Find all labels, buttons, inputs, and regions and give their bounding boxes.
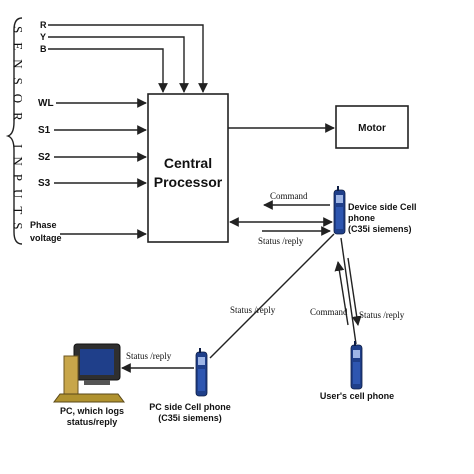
device-user-line bbox=[340, 237, 357, 345]
device-phone-label-1: Device side Cell bbox=[348, 202, 417, 212]
user-phone-label: User's cell phone bbox=[320, 391, 394, 401]
input-label-r: R bbox=[40, 20, 47, 30]
phone-icon bbox=[350, 341, 363, 390]
input-label-s1: S1 bbox=[38, 125, 51, 136]
motor-label: Motor bbox=[358, 123, 386, 134]
central-processor-box bbox=[147, 93, 229, 243]
central-processor-label-2: Processor bbox=[154, 174, 223, 190]
device-phone-label-3: (C35i siemens) bbox=[348, 224, 412, 234]
computer-icon bbox=[53, 343, 125, 403]
input-label-phase: Phase bbox=[30, 220, 57, 230]
device-user-link: Command Status /reply bbox=[310, 237, 405, 345]
pc-phone-label-1: PC side Cell phone bbox=[149, 402, 231, 412]
pc-label-2: status/reply bbox=[67, 417, 118, 427]
input-label-voltage: voltage bbox=[30, 233, 62, 243]
input-label-s2: S2 bbox=[38, 152, 51, 163]
processor-device-link: Command Status /reply bbox=[229, 191, 333, 246]
status-label-user: Status /reply bbox=[359, 310, 405, 320]
wire-y bbox=[48, 36, 189, 93]
input-label-y: Y bbox=[40, 32, 46, 42]
input-label-s3: S3 bbox=[38, 178, 51, 189]
pc-side-phone: PC side Cell phone (C35i siemens) bbox=[149, 348, 231, 423]
command-label-top: Command bbox=[270, 191, 308, 201]
user-phone: User's cell phone bbox=[320, 341, 394, 401]
command-arrow-user bbox=[334, 261, 349, 326]
motor-box bbox=[335, 105, 409, 149]
pc-phone-label-2: (C35i siemens) bbox=[158, 413, 222, 423]
status-label-diagonal: Status /reply bbox=[230, 305, 276, 315]
pc-label-1: PC, which logs bbox=[60, 406, 124, 416]
input-label-b: B bbox=[40, 44, 47, 54]
input-label-wl: WL bbox=[38, 98, 54, 109]
pc: PC, which logs status/reply bbox=[53, 343, 125, 427]
sensor-inputs-group: SENSOR INPUTS R Y B WL S1 S2 S3 Phase vo… bbox=[5, 17, 208, 245]
status-label-top: Status /reply bbox=[258, 236, 304, 246]
central-processor-label-1: Central bbox=[164, 155, 212, 171]
device-to-pcphone-line bbox=[209, 233, 335, 359]
inputs-label-vertical: INPUTS bbox=[11, 144, 26, 238]
wire-r bbox=[48, 24, 208, 93]
device-phone-label-2: phone bbox=[348, 213, 375, 223]
status-label-pc: Status /reply bbox=[126, 351, 172, 361]
device-side-phone: Device side Cell phone (C35i siemens) bbox=[333, 186, 417, 235]
command-label-user: Command bbox=[310, 307, 348, 317]
sensor-brace bbox=[5, 17, 23, 245]
motor: Motor bbox=[335, 105, 409, 149]
status-arrow-user bbox=[347, 257, 362, 326]
phone-icon bbox=[195, 348, 208, 397]
wire-b bbox=[48, 48, 168, 93]
phone-icon bbox=[333, 186, 346, 235]
central-processor: Central Processor bbox=[147, 93, 229, 243]
sensor-label-vertical: SENSOR bbox=[11, 26, 26, 130]
